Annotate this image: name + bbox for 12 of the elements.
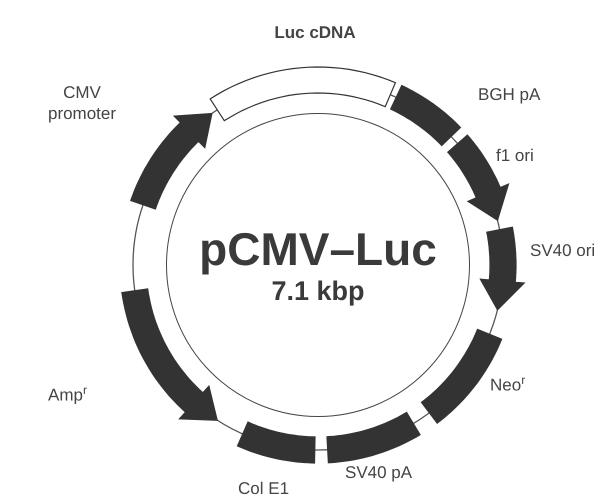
gene-label: Amp$^{r}$ <box>48 380 87 406</box>
plasmid-size: 7.1 kbp <box>271 274 365 308</box>
gene-label: CMV promoter <box>42 82 122 124</box>
plasmid-circle <box>166 113 470 417</box>
plasmid-name: pCMV–Luc <box>199 222 437 274</box>
gene-label: f1 ori <box>496 145 534 166</box>
gene-label: Col E1 <box>238 478 290 499</box>
gene-label: BGH pA <box>478 84 540 105</box>
gene-label: Luc cDNA <box>274 22 356 43</box>
gene-label: SV40 ori <box>530 240 596 261</box>
gene-label: Neo$^{r}$ <box>490 370 526 396</box>
gene-label: SV40 pA <box>345 462 412 483</box>
